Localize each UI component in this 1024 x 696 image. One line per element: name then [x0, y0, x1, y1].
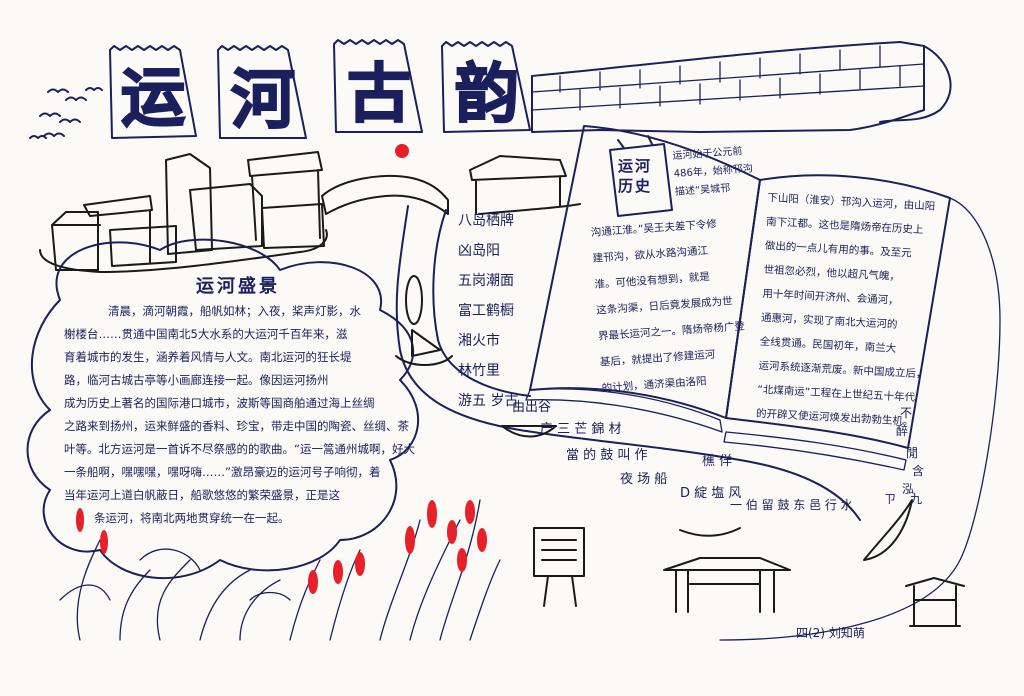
- poem-line: 富工鹤橱: [458, 303, 514, 319]
- edge-text: 不: [900, 406, 913, 420]
- poem-line: 五岗潮面: [458, 273, 514, 289]
- title-banner-frames: [109, 39, 531, 139]
- scatter-text: 櫵 佯: [702, 454, 733, 469]
- history-text-top: 运河始于公元前 486年，始称邗沟 描述“吴城邗: [672, 142, 762, 202]
- edge-text: 醉: [896, 424, 909, 438]
- history-text-right-page: 下山阳（淮安）邗沟入运河，由山阳 南下江都。这也是隋炀帝在历史上 做出的一点儿有…: [755, 186, 943, 435]
- poem-block: 八岛栖牌 凶岛阳 五岗潮面 富工鹤橱 湘火市 林竹里 游五 岁古: [458, 206, 558, 416]
- scenery-line: 叶等。北方运河是一首诉不尽祭感的的歌曲。“运一篙通州城啊，好大: [64, 442, 415, 456]
- edge-text: 泓: [902, 482, 915, 496]
- title-char-4: 韵: [454, 56, 520, 133]
- river-bank-right: [432, 209, 531, 397]
- signboard-icon: [533, 527, 585, 607]
- bridge-icon: [321, 175, 449, 215]
- poem-line: 湘火市: [458, 333, 500, 349]
- section-heading-scenery: 运河盛景: [196, 276, 280, 297]
- scenery-line: 当年运河上道白帆蔽日，船歌悠悠的繁荣盛景，正是这: [64, 488, 340, 502]
- poem-line: 游五 岁古: [458, 393, 519, 409]
- poem-line: 八岛栖牌: [458, 213, 514, 229]
- reeds-icon: [59, 499, 501, 641]
- scatter-text: 夜 场 船: [620, 472, 668, 487]
- poem-line: 林竹里: [458, 363, 500, 379]
- edge-text: ㄗ: [884, 492, 897, 506]
- open-book-icon: [525, 125, 1001, 641]
- scenery-text: 清晨，滴河朝霞，船帆如林；入夜，桨声灯影，水 榭楼台……贯通中国南北5大水系的大…: [64, 300, 424, 530]
- scenery-line: 条运河，将南北两地贯穿统一在一起。: [94, 511, 290, 525]
- section-heading-history: 运河历史: [618, 157, 653, 195]
- scatter-text: 一 伯 留 鼓 东 邑 行 水: [730, 498, 853, 512]
- scenery-line: 成为历史上著名的国际港口城市，波斯等国商舶通过海上丝绸: [64, 396, 375, 410]
- scenery-line: 清晨，滴河朝霞，船帆如林；入夜，桨声灯影，水: [108, 304, 361, 318]
- boats-icon: [395, 275, 913, 561]
- sun-icon: [395, 144, 409, 158]
- scenery-line: 一条船啊，嘿嘿嘿，嘿呀嗨……”激昂豪迈的运河号子响彻，着: [64, 465, 381, 479]
- houses-icon: [39, 151, 581, 273]
- scatter-text: 當 的 鼓 叫 作: [566, 448, 648, 463]
- brick-wall: [531, 41, 952, 133]
- title-char-3: 古: [346, 56, 412, 133]
- cloud-frame: [26, 238, 419, 580]
- scatter-text: 由出谷: [512, 400, 552, 415]
- birds-icon: [29, 87, 103, 139]
- title-char-2: 河: [230, 62, 296, 139]
- edge-text: 含: [912, 464, 925, 478]
- edge-text: 九: [910, 492, 923, 506]
- river-bank-left: [395, 205, 861, 521]
- author-signature: 四(2) 刘知萌: [796, 626, 865, 640]
- scatter-text: 产 三 芒 錦 材: [540, 422, 622, 437]
- scenery-line: 榭楼台……贯通中国南北5大水系的大运河千百年来，滋: [64, 327, 348, 341]
- scenery-line: 之路来到扬州，运来鲜盛的香料、珍宝，带走中国的陶瓷、丝绸、茶: [64, 419, 409, 433]
- scenery-line: 路，临河古城古亭等小画廊连接一起。像因运河扬州: [64, 373, 329, 387]
- title-char-1: 运: [120, 60, 186, 137]
- edge-text: 閒: [906, 446, 919, 460]
- history-text-left-page: 沟通江淮。”吴王夫差下令修 建邗沟，欲从水路沟通江 淮。可他没有想到，就是 这条…: [590, 210, 752, 402]
- history-tag-frame: [609, 135, 673, 217]
- scatter-text: D 綻 塩 风: [680, 486, 742, 501]
- poem-line: 凶岛阳: [458, 243, 500, 259]
- scenery-line: 育着城市的发生，涵养着风情与人文。南北运河的狂长堤: [64, 350, 352, 364]
- gate-icon: [663, 557, 965, 627]
